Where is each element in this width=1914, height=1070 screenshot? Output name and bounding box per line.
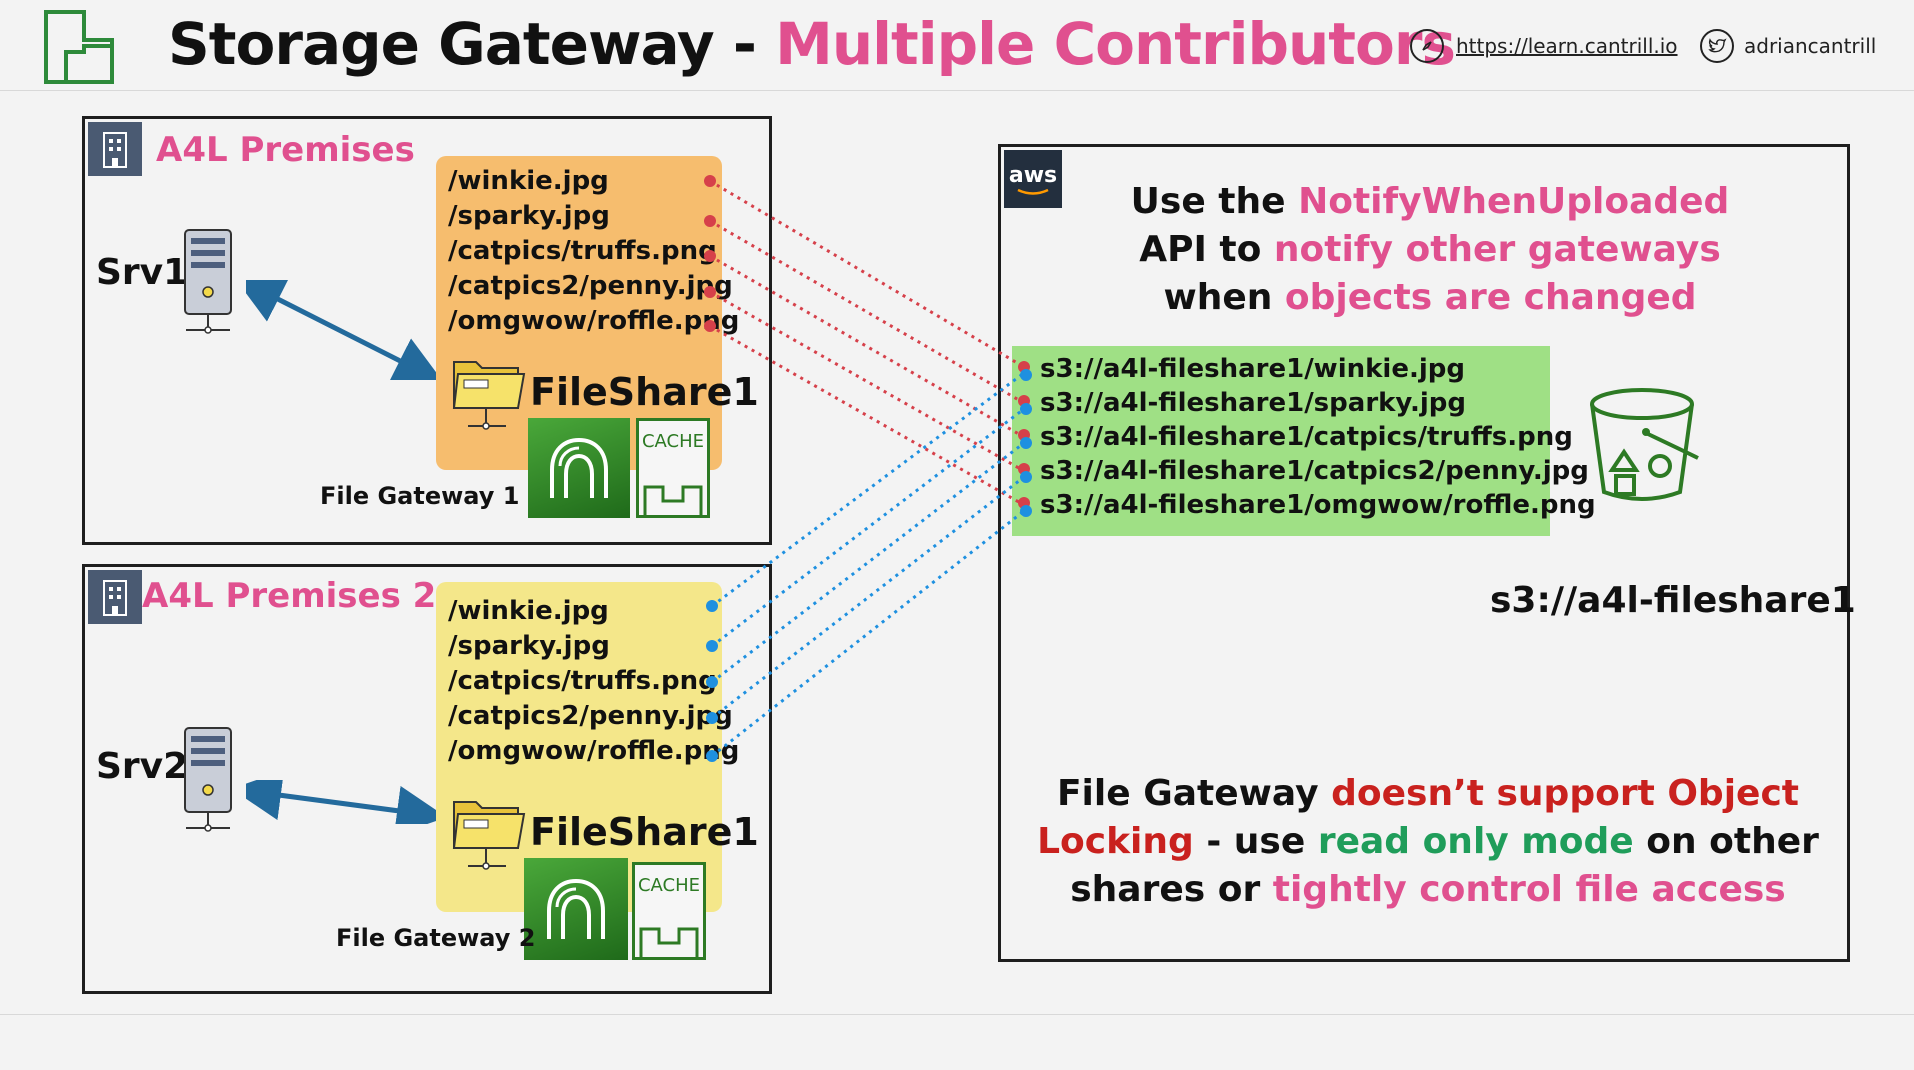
s3-object-items: s3://a4l-fileshare1/winkie.jpg s3://a4l-…	[1040, 352, 1596, 522]
premises-2-file-list: /winkie.jpg /sparky.jpg /catpics/truffs.…	[448, 594, 739, 769]
folder-share-icon	[448, 790, 528, 874]
note-g: shares or	[1070, 869, 1273, 910]
aws-logo-text: aws	[1008, 162, 1058, 188]
notify-text-block: Use the NotifyWhenUploaded API to notify…	[1060, 178, 1800, 322]
file-item[interactable]: /omgwow/roffle.png	[448, 736, 740, 766]
aws-cloud-box	[998, 144, 1850, 962]
notify-line-3: when objects are changed	[1060, 274, 1800, 322]
aws-logo: aws	[1004, 150, 1062, 208]
notify-api-name: NotifyWhenUploaded	[1298, 181, 1730, 222]
cache-1-box: CACHE	[636, 418, 710, 518]
locking-note-line-3: shares or tightly control file access	[1030, 866, 1826, 914]
premises-1-label: A4L Premises	[156, 130, 415, 170]
s3-object[interactable]: s3://a4l-fileshare1/sparky.jpg	[1040, 388, 1467, 418]
s3-bucket-icon	[1590, 384, 1702, 504]
compass-icon	[1410, 29, 1444, 63]
twitter-handle[interactable]: adriancantrill	[1744, 34, 1877, 58]
srv1-share-link	[233, 276, 445, 384]
folder-share-icon	[448, 350, 528, 434]
file-item[interactable]: /catpics/truffs.png	[448, 236, 717, 266]
blue-dots	[706, 369, 1032, 762]
folder-logo-icon	[42, 6, 116, 84]
file-item[interactable]: /winkie.jpg	[448, 166, 609, 196]
fileshare-1-label: FileShare1	[530, 370, 759, 414]
notify-line-2b: notify other gateways	[1273, 229, 1721, 270]
file-item[interactable]: /sparky.jpg	[448, 631, 610, 661]
bucket-name: s3://a4l-fileshare1	[1490, 580, 1856, 621]
cache-2-box: CACHE	[632, 862, 706, 960]
blue-links	[711, 371, 1025, 758]
locking-note-line-1: File Gateway doesn’t support Object	[1030, 770, 1826, 818]
building-icon	[88, 570, 142, 624]
s3-object[interactable]: s3://a4l-fileshare1/omgwow/roffle.png	[1040, 490, 1596, 520]
gateway-1-label: File Gateway 1	[320, 482, 520, 510]
premises-2-label: A4L Premises 2	[142, 576, 437, 616]
notify-line-2a: API to	[1139, 229, 1274, 270]
header-divider	[0, 90, 1914, 91]
website-link-text[interactable]: https://learn.cantrill.io	[1456, 34, 1678, 58]
red-links	[709, 179, 1025, 507]
notify-line-2: API to notify other gateways	[1060, 226, 1800, 274]
file-item[interactable]: /catpics2/penny.jpg	[448, 701, 733, 731]
note-e: read only mode	[1317, 821, 1634, 862]
s3-object-list	[1012, 346, 1550, 536]
gateway-2-icon	[524, 858, 628, 960]
red-dots	[704, 175, 1030, 509]
srv2-share-link	[231, 770, 447, 836]
note-c: Locking	[1037, 821, 1194, 862]
locking-note-line-2: Locking - use read only mode on other	[1030, 818, 1826, 866]
s3-object[interactable]: s3://a4l-fileshare1/catpics/truffs.png	[1040, 422, 1573, 452]
note-a: File Gateway	[1056, 773, 1332, 814]
notify-line-3a: when	[1163, 277, 1285, 318]
note-h: tightly control file access	[1272, 869, 1786, 910]
note-b: doesn’t support Object	[1331, 773, 1800, 814]
title-accent: Multiple Contributors	[775, 10, 1456, 78]
website-link[interactable]: https://learn.cantrill.io	[1456, 34, 1678, 58]
file-item[interactable]: /winkie.jpg	[448, 596, 609, 626]
page-title: Storage Gateway - Multiple Contributors	[168, 10, 1456, 78]
cache-1-label: CACHE	[641, 431, 705, 452]
building-icon	[88, 122, 142, 176]
file-item[interactable]: /sparky.jpg	[448, 201, 610, 231]
fileshare-1-box	[436, 156, 722, 470]
locking-note: File Gateway doesn’t support Object Lock…	[1030, 770, 1826, 914]
server-icon	[178, 226, 238, 336]
file-item[interactable]: /omgwow/roffle.png	[448, 306, 740, 336]
notify-line-1: Use the NotifyWhenUploaded	[1060, 178, 1800, 226]
s3-object[interactable]: s3://a4l-fileshare1/catpics2/penny.jpg	[1040, 456, 1589, 486]
footer-divider	[0, 1014, 1914, 1015]
notify-line-1a: Use the	[1130, 181, 1299, 222]
server-1-label: Srv1	[96, 252, 189, 293]
server-icon	[178, 724, 238, 834]
title-main: Storage Gateway -	[168, 10, 776, 78]
twitter-icon	[1700, 29, 1734, 63]
notify-line-3b: objects are changed	[1284, 277, 1697, 318]
gateway-1-icon	[528, 418, 630, 518]
gateway-2-label: File Gateway 2	[336, 924, 536, 952]
fileshare-2-label: FileShare1	[530, 810, 759, 854]
file-item[interactable]: /catpics2/penny.jpg	[448, 271, 733, 301]
cache-2-label: CACHE	[637, 875, 701, 896]
file-item[interactable]: /catpics/truffs.png	[448, 666, 717, 696]
premises-1-file-list: /winkie.jpg /sparky.jpg /catpics/truffs.…	[448, 164, 739, 339]
server-2-label: Srv2	[96, 746, 189, 787]
fileshare-2-box	[436, 582, 722, 912]
note-d: - use	[1193, 821, 1318, 862]
s3-object[interactable]: s3://a4l-fileshare1/winkie.jpg	[1040, 354, 1465, 384]
note-f: on other	[1633, 821, 1819, 862]
